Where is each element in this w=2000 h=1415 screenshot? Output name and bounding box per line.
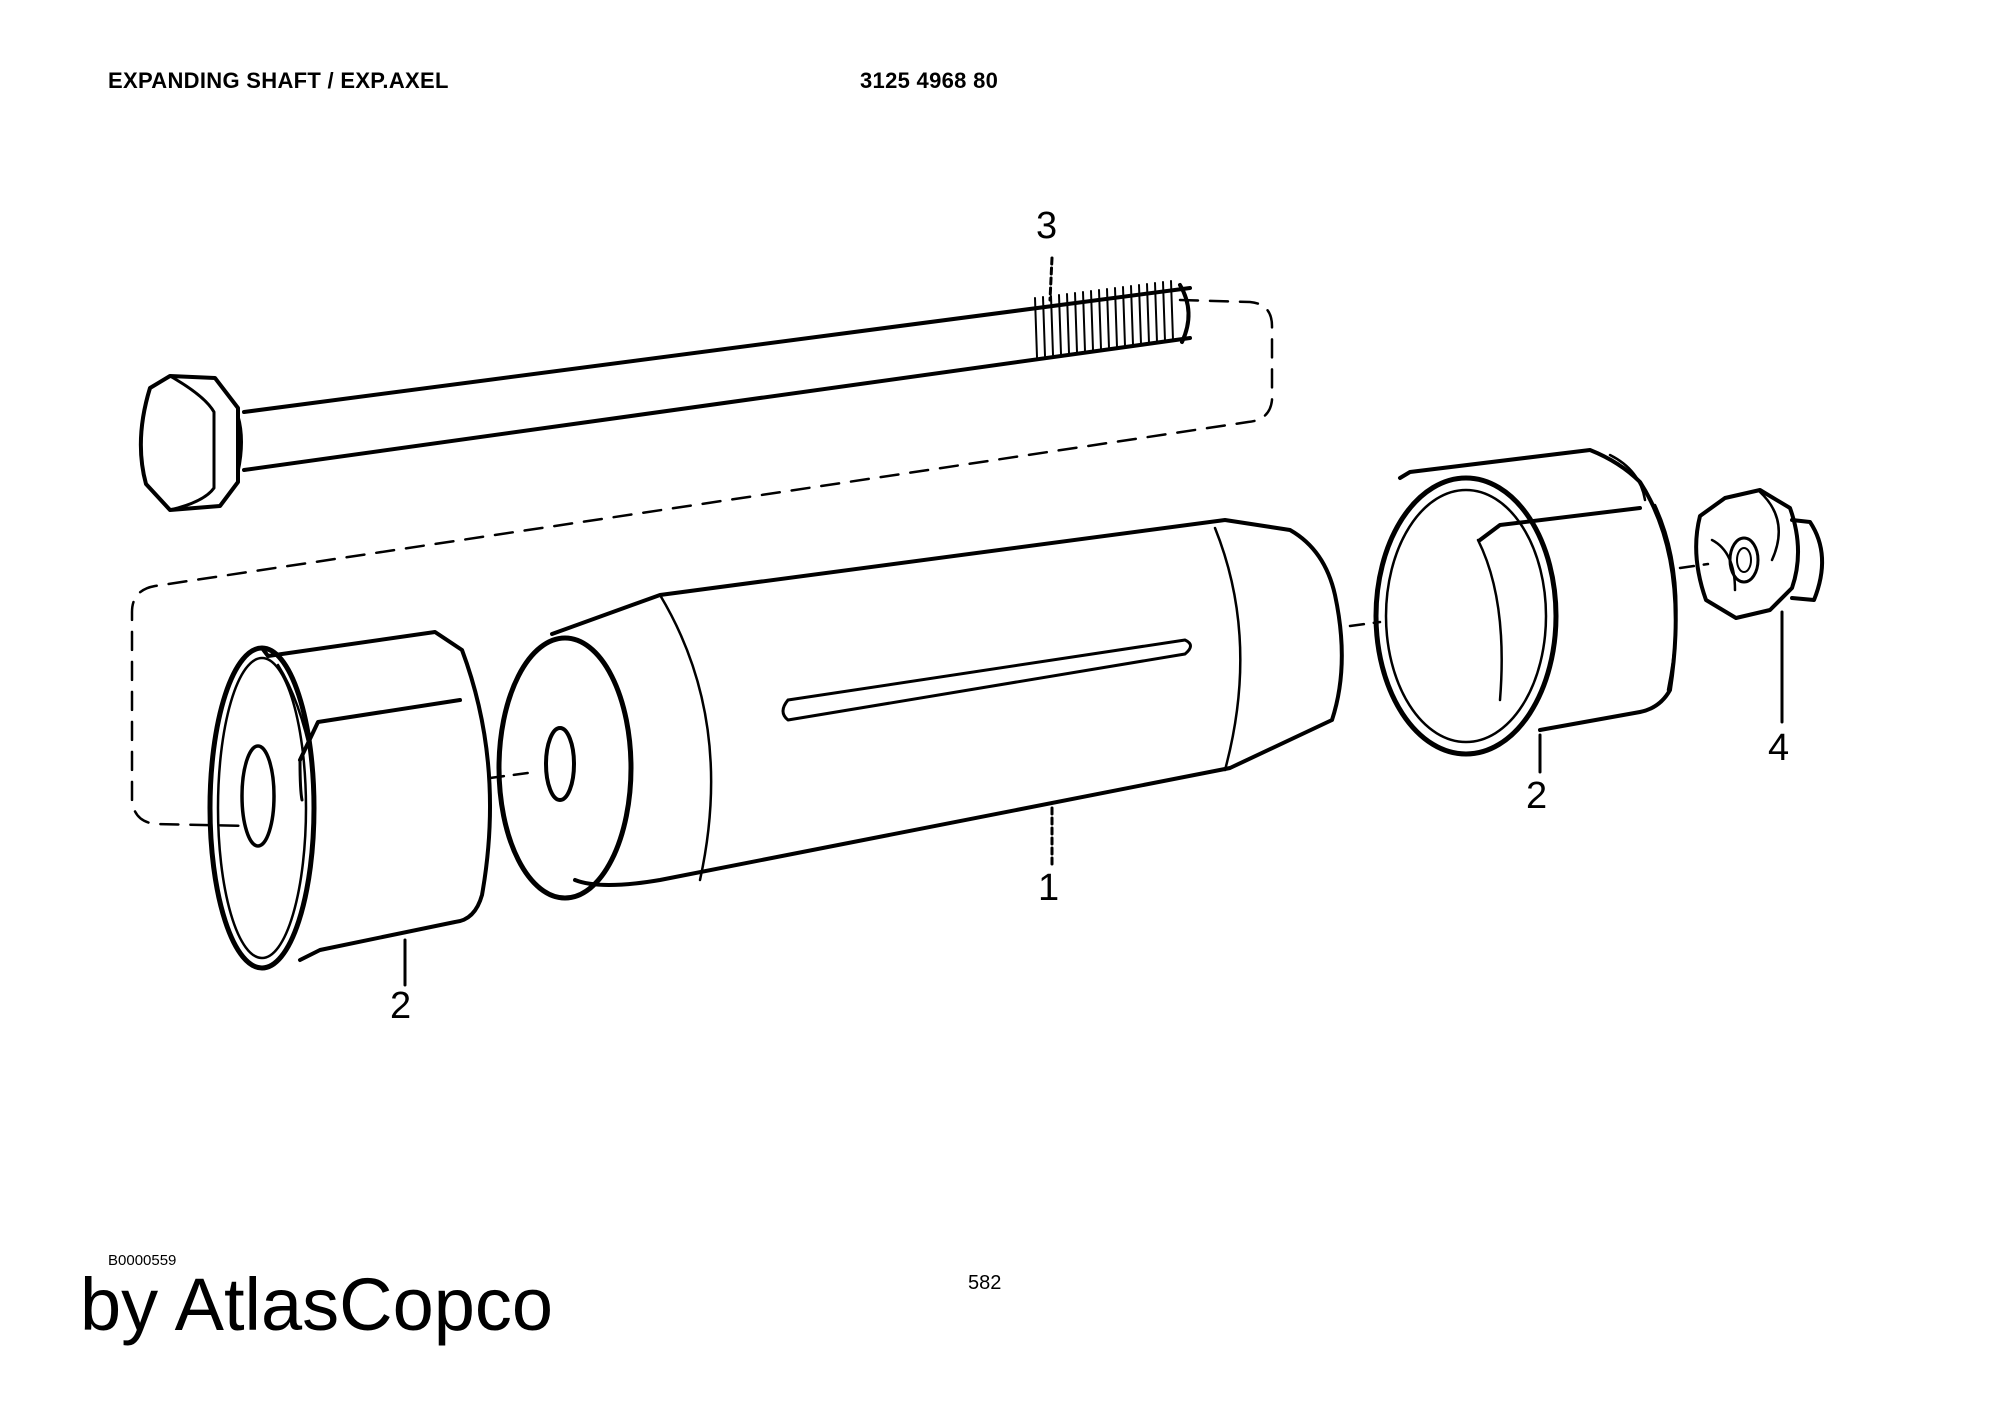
callout-1: 1 [1038,867,1059,909]
sleeve-left [207,630,492,971]
part-number: 3125 4968 80 [860,68,999,93]
callout-3: 3 [1036,205,1057,247]
axis-dash-line [1678,562,1710,570]
bolt [138,280,1192,512]
shaft-body [496,518,1344,901]
sleeve-right [1373,448,1678,757]
document-title: EXPANDING SHAFT / EXP.AXEL [108,68,449,93]
callout-4: 4 [1768,727,1789,769]
callout-2-left: 2 [390,985,411,1027]
page-number: 582 [968,1272,1002,1294]
callout-2-right: 2 [1526,775,1547,817]
nut [1694,488,1825,620]
drawing-reference: B0000559 [108,1252,177,1269]
leader-lines [403,256,1784,987]
brand-text: by AtlasCopco [80,1263,554,1346]
assembly-dash-line [130,298,1274,828]
